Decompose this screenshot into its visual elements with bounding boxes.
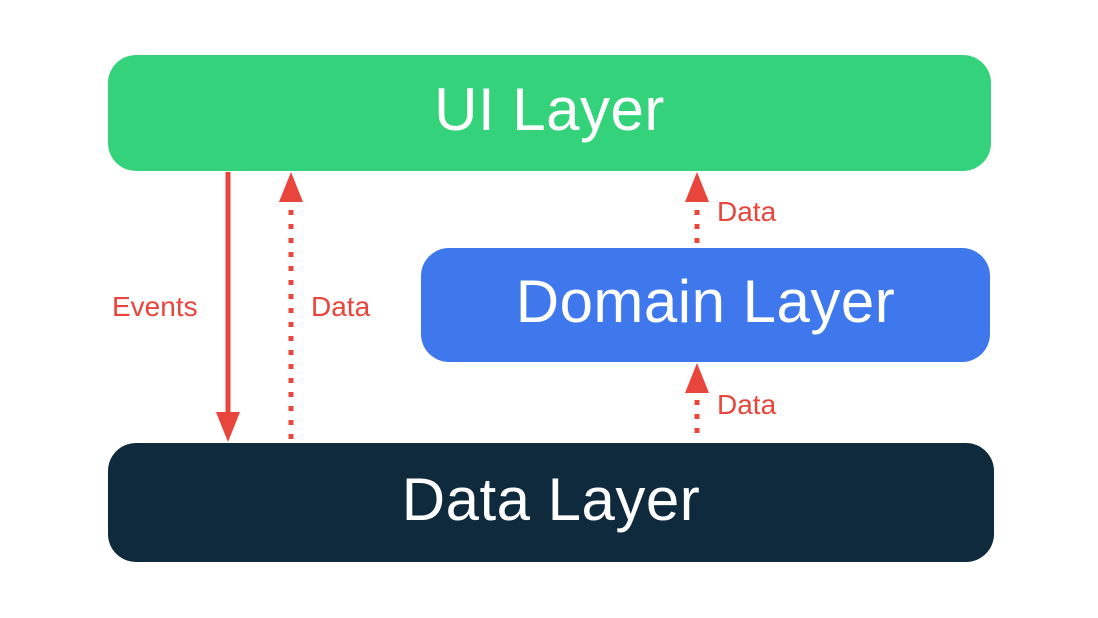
data-layer-box: Data Layer [108,443,994,562]
data-arrow-up-domain-to-ui [685,172,709,247]
data-arrow-label-bottom-right: Data [717,389,777,420]
domain-layer-label: Domain Layer [515,268,896,335]
ui-layer-label: UI Layer [434,76,665,143]
data-arrow-up-data-to-domain [685,363,709,442]
events-arrow-label: Events [112,291,198,322]
data-arrow-label-top-right: Data [717,196,777,227]
ui-layer-box: UI Layer [108,55,991,171]
data-arrow-up-data-to-ui [279,172,303,442]
domain-layer-box: Domain Layer [421,248,990,362]
events-arrow-down [216,172,240,442]
data-arrow-label-left: Data [311,291,371,322]
data-layer-label: Data Layer [401,465,701,533]
